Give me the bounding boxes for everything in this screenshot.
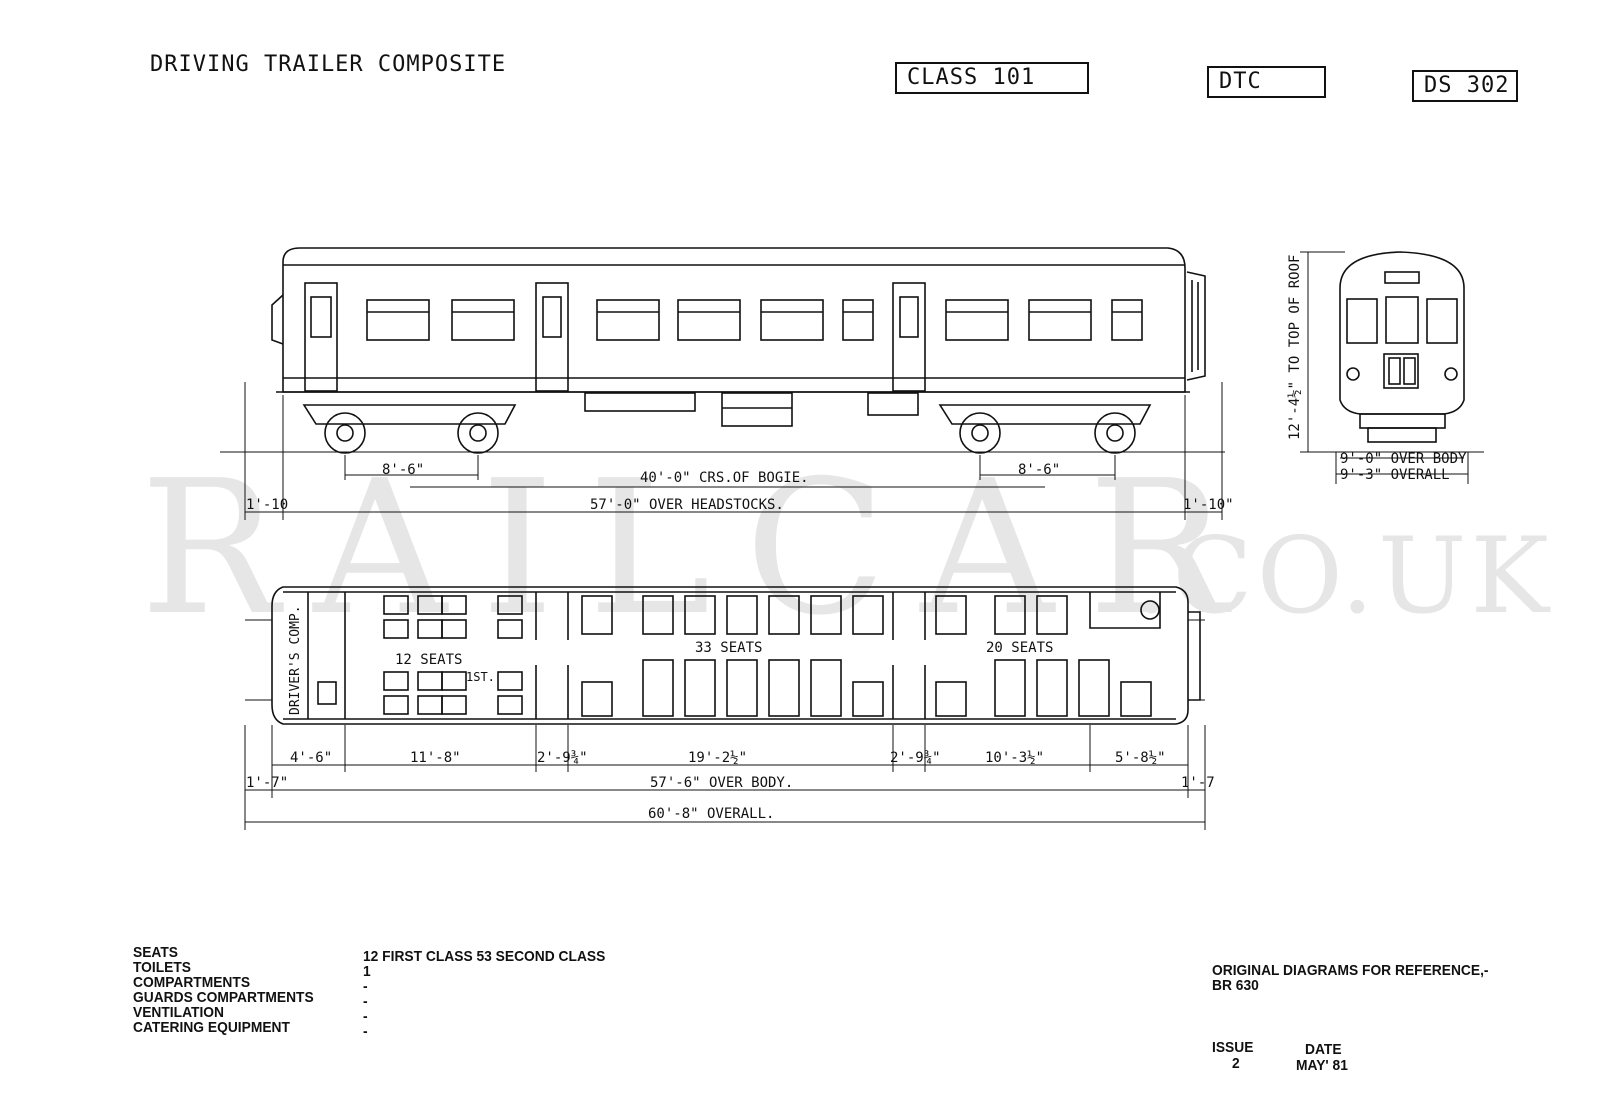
plan-dimension-3: 2'-9¾": [537, 750, 588, 766]
issue-label: ISSUE: [1212, 1039, 1254, 1056]
plan-view: [244, 586, 1206, 830]
side-elevation: [220, 247, 1225, 520]
issue-value: 2: [1232, 1055, 1240, 1072]
plan-dimension-2: 11'-8": [410, 750, 461, 766]
rear-seats-label: 20 SEATS: [986, 640, 1054, 656]
over-body-dimension: 57'-6" OVER BODY.: [650, 775, 794, 791]
plan-end-dimension-right: 1'-7: [1181, 775, 1215, 791]
middle-seats-label: 33 SEATS: [695, 640, 763, 656]
plan-dimension-5: 2'-9¾": [890, 750, 941, 766]
class-box: CLASS 101: [895, 62, 1089, 94]
reference-code: BR 630: [1212, 977, 1259, 994]
overall-dimension: 60'-8" OVERALL.: [648, 806, 775, 822]
first-class-mark: 1ST.: [466, 670, 495, 684]
type-box: DTC: [1207, 66, 1326, 98]
side-windows: [366, 299, 1143, 341]
spec-values: 12 FIRST CLASS 53 SECOND CLASS 1 - - - -: [363, 949, 626, 1039]
spec-value: -: [363, 978, 368, 995]
plan-dimension-7: 5'-8½": [1115, 750, 1166, 766]
spec-value: 1: [363, 963, 371, 980]
height-dimension: 12'-4½" TO TOP OF ROOF: [1287, 254, 1303, 440]
bogie-wheelbase-left: 8'-6": [382, 462, 425, 478]
end-dimension-right: 1'-10": [1183, 497, 1234, 513]
plan-dimension-6: 10'-3½": [985, 750, 1045, 766]
end-over-body-dimension: 9'-0" OVER BODY: [1340, 451, 1467, 467]
bogie-centres-dimension: 40'-0" CRS.OF BOGIE.: [640, 470, 809, 486]
watermark-suffix: .CO.UK: [1135, 515, 1553, 637]
spec-label: GUARDS COMPARTMENTS: [133, 989, 314, 1006]
spec-value: -: [363, 993, 368, 1010]
end-elevation: [1300, 251, 1484, 484]
spec-value: -: [363, 1023, 368, 1040]
plan-end-dimension-left: 1'-7": [246, 775, 289, 791]
second-class-seats-20: [935, 595, 1152, 717]
bogie-wheelbase-right: 8'-6": [1018, 462, 1061, 478]
date-label: DATE: [1305, 1041, 1342, 1058]
end-overall-dimension: 9'-3" OVERALL: [1340, 467, 1450, 483]
spec-value: -: [363, 1008, 368, 1025]
reference-note: ORIGINAL DIAGRAMS FOR REFERENCE,-: [1212, 962, 1489, 979]
spec-label: CATERING EQUIPMENT: [133, 1019, 290, 1036]
second-class-seats-33: [581, 595, 884, 717]
spec-value: 12 FIRST CLASS 53 SECOND CLASS: [363, 948, 606, 965]
first-class-seats-label: 12 SEATS: [395, 652, 463, 668]
plan-dimension-1: 4'-6": [290, 750, 333, 766]
end-dimension-left: 1'-10: [246, 497, 289, 513]
diagram-title: DRIVING TRAILER COMPOSITE: [150, 52, 507, 77]
bogie-left: [302, 404, 517, 454]
watermark: RAILCAR: [140, 440, 1262, 656]
bogie-right: [938, 404, 1152, 454]
spec-labels: SEATS TOILETS COMPARTMENTS GUARDS COMPAR…: [133, 945, 329, 1035]
spec-label: VENTILATION: [133, 1004, 224, 1021]
plan-dimension-4: 19'-2½": [688, 750, 748, 766]
spec-label: COMPARTMENTS: [133, 974, 251, 991]
spec-label: SEATS: [133, 944, 178, 961]
diagram-number-box: DS 302: [1412, 70, 1518, 102]
over-headstocks-dimension: 57'-0" OVER HEADSTOCKS.: [590, 497, 784, 513]
drivers-compartment-label: DRIVER'S COMP.: [288, 605, 303, 715]
date-value: MAY' 81: [1296, 1057, 1348, 1074]
spec-label: TOILETS: [133, 959, 192, 976]
first-class-seats: [383, 595, 523, 715]
